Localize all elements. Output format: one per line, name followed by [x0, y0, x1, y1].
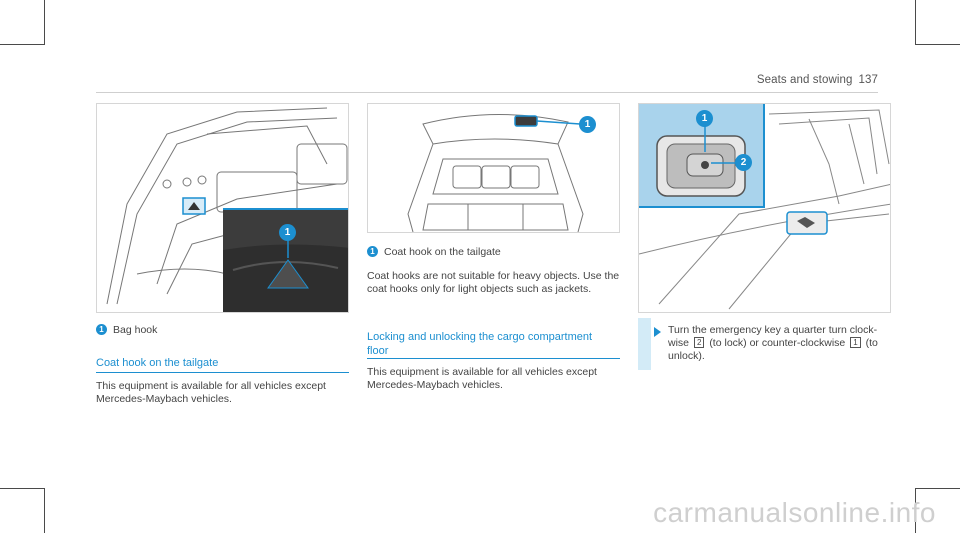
coat-hook-highlight — [514, 115, 538, 127]
callout-marker: 1 — [96, 324, 107, 335]
cargo-area-illustration — [106, 107, 348, 305]
heading-rule — [96, 372, 349, 373]
figure-tailgate-coat-hook: 1 — [367, 103, 620, 233]
step-arrow-icon — [654, 327, 661, 337]
callout-marker: 1 — [367, 246, 378, 257]
step-text-start: Turn the emergency key a quarter turn cl… — [668, 324, 878, 349]
body-text: This equipment is available for all vehi… — [96, 380, 326, 405]
tailgate-illustration — [407, 113, 584, 232]
header-rule — [96, 92, 878, 93]
step-bar — [638, 318, 651, 370]
crop-mark — [915, 488, 916, 533]
heading-rule — [367, 358, 620, 359]
bag-hook-detail — [223, 240, 348, 312]
section-heading: Coat hook on the tailgate — [96, 357, 219, 369]
legend-label: Coat hook on the tailgate — [384, 246, 501, 258]
crop-mark — [915, 44, 960, 45]
page-number: 137 — [858, 74, 878, 86]
section-heading: Locking and unlocking the cargo compartm… — [367, 331, 593, 357]
callout-marker: 1 — [696, 110, 713, 127]
unlock-position-key: 1 — [850, 337, 861, 348]
section-title: Seats and stowing — [756, 74, 853, 86]
bag-hook-inset: 1 — [223, 208, 348, 312]
crop-mark — [44, 0, 45, 45]
lock-position-key: 2 — [693, 337, 705, 348]
crop-mark — [44, 488, 45, 533]
step-text: Turn the emergency key a quarter turn cl… — [668, 324, 898, 363]
callout-marker: 1 — [579, 116, 596, 133]
callout-marker: 1 — [279, 224, 296, 241]
step-text-middle: (to lock) or counter-clockwise — [709, 337, 846, 349]
body-text: This equipment is available for all vehi… — [367, 366, 597, 391]
crop-mark — [0, 488, 45, 489]
crop-mark — [0, 44, 45, 45]
step-text-end: (to unlock). — [668, 337, 878, 362]
lock-detail — [656, 126, 746, 197]
callout-marker: 2 — [735, 154, 752, 171]
crop-mark — [915, 0, 916, 45]
legend-item: 1 Coat hook on the tailgate — [367, 246, 501, 259]
watermark: carmanualsonline.info — [653, 497, 936, 528]
legend-label: Bag hook — [113, 324, 158, 336]
legend-item: 1 Bag hook — [96, 324, 157, 337]
running-header: Seats and stowing 137 — [757, 74, 878, 86]
figure-bag-hook: 1 — [96, 103, 349, 313]
cargo-floor-illustration — [639, 109, 890, 310]
figure-cargo-floor-lock: 1 2 — [638, 103, 891, 313]
lock-inset: 1 2 — [639, 104, 765, 208]
body-text: Coat hooks are not suitable for heavy ob… — [367, 270, 620, 295]
crop-mark — [915, 488, 960, 489]
